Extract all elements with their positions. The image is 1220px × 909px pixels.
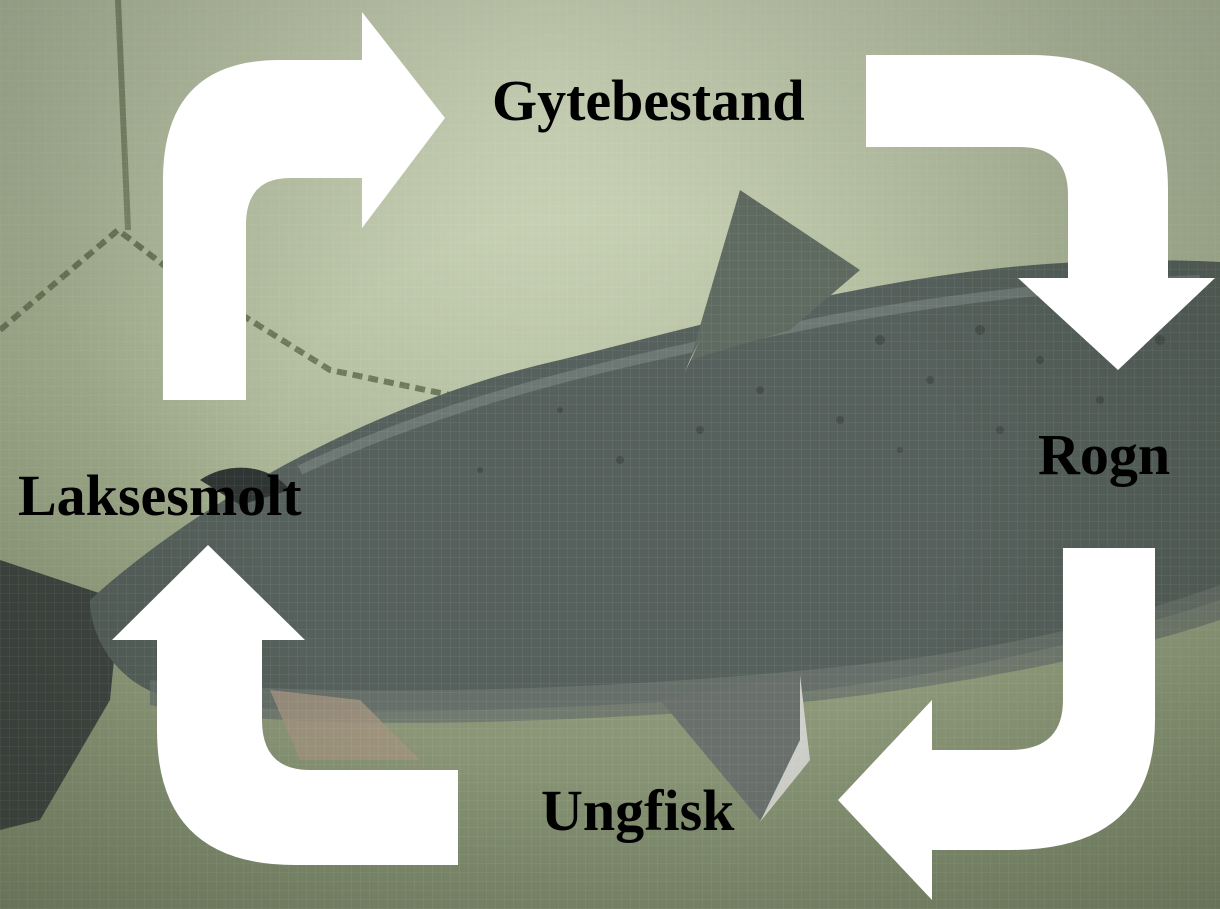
stage-label-gytebestand: Gytebestand — [492, 72, 805, 130]
stage-label-rogn: Rogn — [1038, 426, 1170, 484]
arrow-laksesmolt-to-gytebestand — [163, 12, 445, 400]
arrow-rogn-to-ungfisk — [838, 548, 1155, 900]
stage-label-laksesmolt: Laksesmolt — [18, 467, 302, 525]
arrow-ungfisk-to-laksesmolt — [112, 545, 458, 865]
arrow-gytebestand-to-rogn — [866, 55, 1215, 370]
stage-label-ungfisk: Ungfisk — [541, 782, 734, 840]
